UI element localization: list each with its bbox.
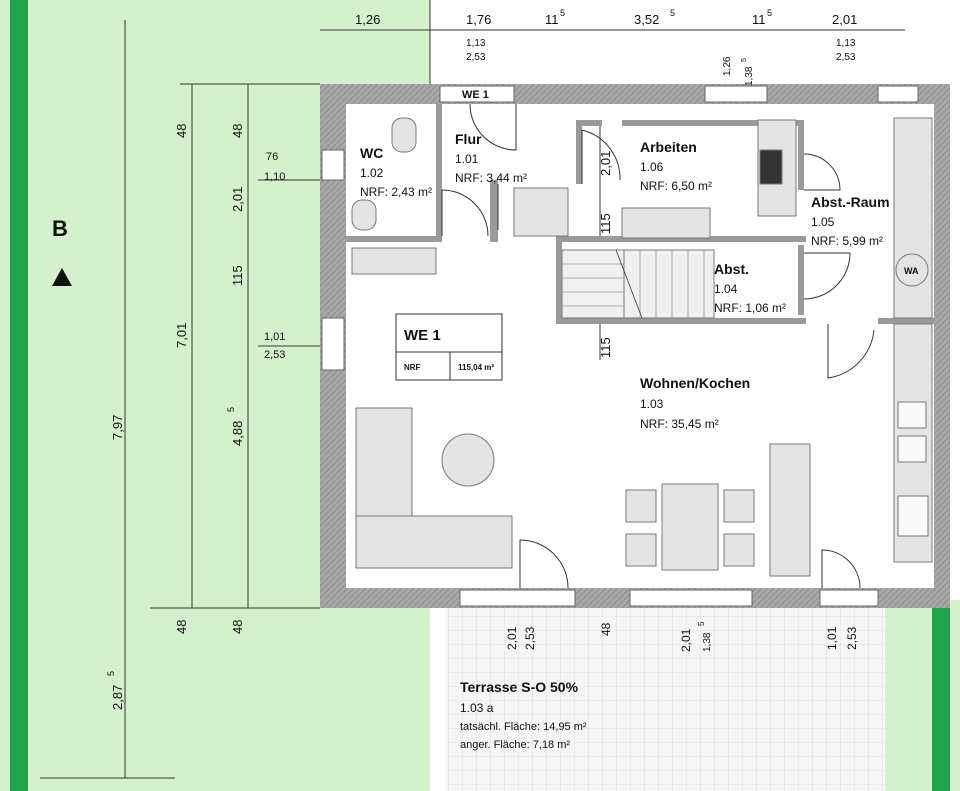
room-wohnen-kochen: Wohnen/Kochen 1.03 NRF: 35,45 m² [640,375,750,431]
svg-text:1,10: 1,10 [264,171,285,183]
section-letter: B [52,216,68,241]
svg-text:1.02: 1.02 [360,166,384,180]
svg-text:5: 5 [560,8,565,18]
svg-text:5: 5 [226,407,236,412]
svg-text:1,13: 1,13 [466,38,486,49]
svg-text:2,01: 2,01 [832,12,857,27]
svg-text:76: 76 [266,151,278,163]
svg-text:WE 1: WE 1 [404,327,441,344]
svg-text:11: 11 [752,12,766,27]
svg-text:NRF: 6,50 m²: NRF: 6,50 m² [640,179,712,193]
top-dimensions: 1,26 1,76 1,13 2,53 11 5 3,52 5 11 5 2,0… [355,8,857,86]
left-dimensions: 7,97 48 7,01 48 48 2,01 115 4,88 5 48 76… [106,124,285,710]
svg-text:1,01: 1,01 [825,626,839,650]
svg-text:1.04: 1.04 [714,282,738,296]
svg-text:48: 48 [230,620,245,634]
svg-text:2,53: 2,53 [264,349,285,361]
svg-text:5: 5 [106,671,116,676]
svg-text:1.05: 1.05 [811,215,835,229]
section-arrow-icon [52,268,72,286]
flur-dim-115: 115 [598,213,613,234]
svg-text:Abst.: Abst. [714,261,749,277]
svg-text:tatsächl. Fläche: 14,95 m²: tatsächl. Fläche: 14,95 m² [460,721,587,733]
window-label: WE 1 [462,89,489,101]
stair-treads [562,249,705,319]
svg-text:11: 11 [545,12,559,27]
washer-label: WA [904,266,919,276]
windows [321,85,919,607]
svg-text:1,38: 1,38 [702,632,713,652]
furniture [351,117,933,577]
svg-text:Wohnen/Kochen: Wohnen/Kochen [640,375,750,391]
svg-text:anger. Fläche: 7,18 m²: anger. Fläche: 7,18 m² [460,739,570,751]
svg-text:115: 115 [230,265,245,286]
room-abst: Abst. 1.04 NRF: 1,06 m² [714,261,786,315]
svg-text:2,53: 2,53 [845,626,859,650]
svg-text:1.01: 1.01 [455,152,479,166]
svg-text:NRF: 35,45 m²: NRF: 35,45 m² [640,417,719,431]
svg-text:NRF: 2,43 m²: NRF: 2,43 m² [360,185,432,199]
unit-summary-box: WE 1 NRF 115,04 m² [395,313,503,381]
svg-text:Arbeiten: Arbeiten [640,139,697,155]
terrace-area [445,605,885,791]
svg-text:48: 48 [174,124,189,138]
svg-text:48: 48 [174,620,189,634]
svg-text:7,97: 7,97 [110,415,125,440]
svg-text:1.03 a: 1.03 a [460,701,494,715]
terrace-label: Terrasse S-O 50% 1.03 a tatsächl. Fläche… [460,679,587,751]
svg-text:1,13: 1,13 [836,38,856,49]
svg-text:WC: WC [360,145,383,161]
dimension-lines [40,0,905,779]
svg-text:1,38: 1,38 [744,66,755,86]
svg-text:NRF: 5,99 m²: NRF: 5,99 m² [811,234,883,248]
svg-text:NRF: NRF [404,363,421,372]
room-abst-raum: Abst.-Raum 1.05 NRF: 5,99 m² [811,194,890,248]
svg-text:Abst.-Raum: Abst.-Raum [811,194,890,210]
stair-dim-115: 115 [598,337,613,358]
svg-text:7,01: 7,01 [174,323,189,348]
svg-text:115,04 m²: 115,04 m² [458,363,494,372]
svg-text:2,53: 2,53 [466,52,486,63]
interior-walls [346,104,934,324]
svg-text:NRF: 3,44 m²: NRF: 3,44 m² [455,171,527,185]
svg-text:1.06: 1.06 [640,160,664,174]
svg-text:2,53: 2,53 [523,626,537,650]
svg-text:1,26: 1,26 [722,56,733,76]
svg-text:2,01: 2,01 [230,187,245,212]
svg-text:1,76: 1,76 [466,12,491,27]
svg-text:Terrasse S-O 50%: Terrasse S-O 50% [460,679,579,695]
svg-text:Flur: Flur [455,131,482,147]
flur-dim-201: 2,01 [598,151,613,176]
svg-text:3,52: 3,52 [634,12,659,27]
svg-text:5: 5 [767,8,772,18]
svg-text:2,53: 2,53 [836,52,856,63]
svg-text:1,26: 1,26 [355,12,380,27]
bottom-dimensions: 2,01 2,53 48 2,01 1,38 5 1,01 2,53 [505,621,859,652]
svg-text:1.03: 1.03 [640,397,664,411]
svg-text:2,01: 2,01 [679,628,693,652]
svg-text:5: 5 [670,8,675,18]
svg-text:48: 48 [599,622,613,636]
doors [441,103,875,589]
property-edge-left [10,0,28,791]
room-wc: WC 1.02 NRF: 2,43 m² [360,145,432,199]
svg-text:1,01: 1,01 [264,331,285,343]
svg-text:5: 5 [741,58,748,62]
svg-text:NRF: 1,06 m²: NRF: 1,06 m² [714,301,786,315]
svg-text:4,88: 4,88 [230,421,245,446]
svg-text:48: 48 [230,124,245,138]
room-flur: Flur 1.01 NRF: 3,44 m² [455,131,527,185]
svg-text:5: 5 [697,621,706,626]
svg-text:2,01: 2,01 [505,626,519,650]
property-edge-right [932,608,950,791]
svg-text:2,87: 2,87 [110,685,125,710]
room-arbeiten: Arbeiten 1.06 NRF: 6,50 m² [640,139,712,193]
